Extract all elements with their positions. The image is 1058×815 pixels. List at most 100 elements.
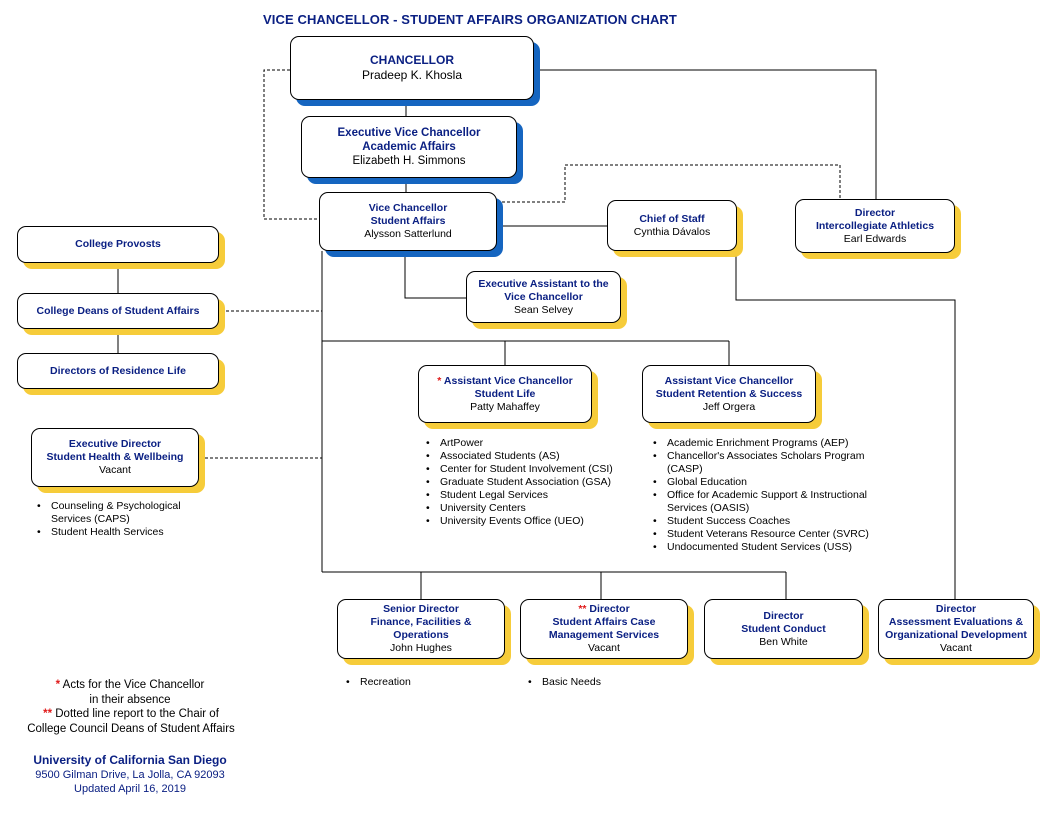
avc-student-life-title-1: * Assistant Vice Chancellor xyxy=(437,375,572,388)
list-item: Graduate Student Association (GSA) xyxy=(424,476,624,489)
dotted-chancellor-vc xyxy=(263,69,320,220)
dotted-vc-athletics xyxy=(497,164,841,203)
athletics-box: Director Intercollegiate Athletics Earl … xyxy=(795,199,955,253)
footnote-1-mark: * xyxy=(55,679,61,691)
exec-assistant-title-1: Executive Assistant to the xyxy=(478,277,609,290)
assessment-title-1: Director xyxy=(935,603,977,615)
vc-name: Alysson Satterlund xyxy=(364,228,452,240)
assessment-title-2: Assessment Evaluations & xyxy=(888,616,1024,628)
athletics-name: Earl Edwards xyxy=(843,232,907,245)
finance-name: John Hughes xyxy=(390,642,452,654)
footnote-2-text-1: Dotted line report to the Chair of xyxy=(55,708,219,720)
chancellor-box: CHANCELLOR Pradeep K. Khosla xyxy=(290,36,534,100)
avc-student-life-name: Patty Mahaffey xyxy=(470,400,540,413)
list-item: ArtPower xyxy=(424,437,624,450)
health-box: Executive Director Student Health & Well… xyxy=(31,428,199,487)
vc-box: Vice Chancellor Student Affairs Alysson … xyxy=(319,192,497,251)
health-name: Vacant xyxy=(99,464,131,476)
list-item: Undocumented Student Services (USS) xyxy=(651,541,881,554)
vc-title-2: Student Affairs xyxy=(370,215,446,227)
case-management-title-1: ** Director xyxy=(578,603,629,616)
finance-list: Recreation xyxy=(344,676,494,689)
footnote-1-line-1: * Acts for the Vice Chancellor xyxy=(40,678,220,693)
footnote-2: ** Dotted line report to the Chair of Co… xyxy=(8,707,254,736)
finance-title-1: Senior Director xyxy=(383,603,459,615)
list-item: Center for Student Involvement (CSI) xyxy=(424,463,624,476)
conduct-box: Director Student Conduct Ben White xyxy=(704,599,863,659)
list-item: Chancellor's Associates Scholars Program… xyxy=(651,450,881,476)
exec-assistant-title-2: Vice Chancellor xyxy=(504,290,583,303)
list-item: Basic Needs xyxy=(526,676,676,689)
retention-list: Academic Enrichment Programs (AEP) Chanc… xyxy=(651,437,881,554)
list-item: Recreation xyxy=(344,676,494,689)
residence-life-title: Directors of Residence Life xyxy=(50,364,186,377)
footnote-2-line-2: College Council Deans of Student Affairs xyxy=(27,722,235,735)
list-item: Student Success Coaches xyxy=(651,515,881,528)
list-item: University Events Office (UEO) xyxy=(424,515,624,528)
case-management-title-1-text: Director xyxy=(589,603,630,615)
list-item: Counseling & Psychological Services (CAP… xyxy=(35,500,205,526)
conduct-title-2: Student Conduct xyxy=(741,622,826,635)
case-management-box: ** Director Student Affairs Case Managem… xyxy=(520,599,688,659)
assessment-box: Director Assessment Evaluations & Organi… xyxy=(878,599,1034,659)
evc-name: Elizabeth H. Simmons xyxy=(352,155,466,167)
health-title-1: Executive Director xyxy=(68,438,162,450)
student-life-list: ArtPower Associated Students (AS) Center… xyxy=(424,437,624,528)
assessment-name: Vacant xyxy=(940,642,972,654)
footnote-2-mark: ** xyxy=(43,708,53,720)
assessment-title-3: Organizational Development xyxy=(885,629,1027,641)
list-item: Student Legal Services xyxy=(424,489,624,502)
chancellor-name: Pradeep K. Khosla xyxy=(361,68,463,82)
case-management-title-3: Management Services xyxy=(548,629,660,641)
conduct-name: Ben White xyxy=(759,635,808,648)
college-provosts-box: College Provosts xyxy=(17,226,219,263)
exec-assistant-box: Executive Assistant to the Vice Chancell… xyxy=(466,271,621,323)
double-asterisk-mark: ** xyxy=(578,603,587,615)
case-management-list: Basic Needs xyxy=(526,676,676,689)
university-name: University of California San Diego xyxy=(33,753,227,767)
case-management-title-2: Student Affairs Case xyxy=(552,616,656,628)
evc-title-1: Executive Vice Chancellor xyxy=(337,127,481,139)
health-title-2: Student Health & Wellbeing xyxy=(46,451,184,463)
footnote-1: * Acts for the Vice Chancellor in their … xyxy=(40,678,220,707)
footnote-1-line-2: in their absence xyxy=(89,693,171,706)
updated-date: Updated April 16, 2019 xyxy=(74,783,186,795)
footnote-2-line-1: ** Dotted line report to the Chair of xyxy=(8,707,254,722)
university-info: University of California San Diego 9500 … xyxy=(20,753,240,796)
evc-title-2: Academic Affairs xyxy=(362,141,456,153)
chief-of-staff-name: Cynthia Dávalos xyxy=(633,225,711,238)
list-item: Academic Enrichment Programs (AEP) xyxy=(651,437,881,450)
avc-retention-box: Assistant Vice Chancellor Student Retent… xyxy=(642,365,816,423)
avc-student-life-title-1-text: Assistant Vice Chancellor xyxy=(443,374,573,387)
athletics-title-2: Intercollegiate Athletics xyxy=(815,219,935,232)
athletics-title-1: Director xyxy=(854,206,896,219)
residence-life-box: Directors of Residence Life xyxy=(17,353,219,389)
chief-of-staff-box: Chief of Staff Cynthia Dávalos xyxy=(607,200,737,251)
conduct-title-1: Director xyxy=(763,609,804,622)
case-management-name: Vacant xyxy=(588,642,620,654)
list-item: Global Education xyxy=(651,476,881,489)
connector-chief-assessment xyxy=(735,251,956,599)
chief-of-staff-title: Chief of Staff xyxy=(639,212,705,225)
list-item: University Centers xyxy=(424,502,624,515)
asterisk-mark: * xyxy=(437,374,442,387)
list-item: Student Veterans Resource Center (SVRC) xyxy=(651,528,881,541)
exec-assistant-name: Sean Selvey xyxy=(514,303,573,316)
health-list: Counseling & Psychological Services (CAP… xyxy=(35,500,205,539)
university-address: 9500 Gilman Drive, La Jolla, CA 92093 xyxy=(35,769,225,781)
finance-box: Senior Director Finance, Facilities & Op… xyxy=(337,599,505,659)
avc-student-life-title-2: Student Life xyxy=(474,387,536,400)
college-provosts-title: College Provosts xyxy=(75,238,161,250)
college-deans-box: College Deans of Student Affairs xyxy=(17,293,219,329)
connector-vc-assistant xyxy=(404,251,466,299)
chart-title: VICE CHANCELLOR - STUDENT AFFAIRS ORGANI… xyxy=(263,12,677,27)
avc-retention-title-1: Assistant Vice Chancellor xyxy=(664,374,794,387)
chancellor-title: CHANCELLOR xyxy=(370,53,454,67)
list-item: Student Health Services xyxy=(35,526,205,539)
list-item: Associated Students (AS) xyxy=(424,450,624,463)
finance-title-2: Finance, Facilities & Operations xyxy=(370,616,472,641)
footnote-1-text-1: Acts for the Vice Chancellor xyxy=(62,679,205,691)
connector-chancellor-athletics xyxy=(534,69,877,199)
list-item: Office for Academic Support & Instructio… xyxy=(651,489,881,515)
